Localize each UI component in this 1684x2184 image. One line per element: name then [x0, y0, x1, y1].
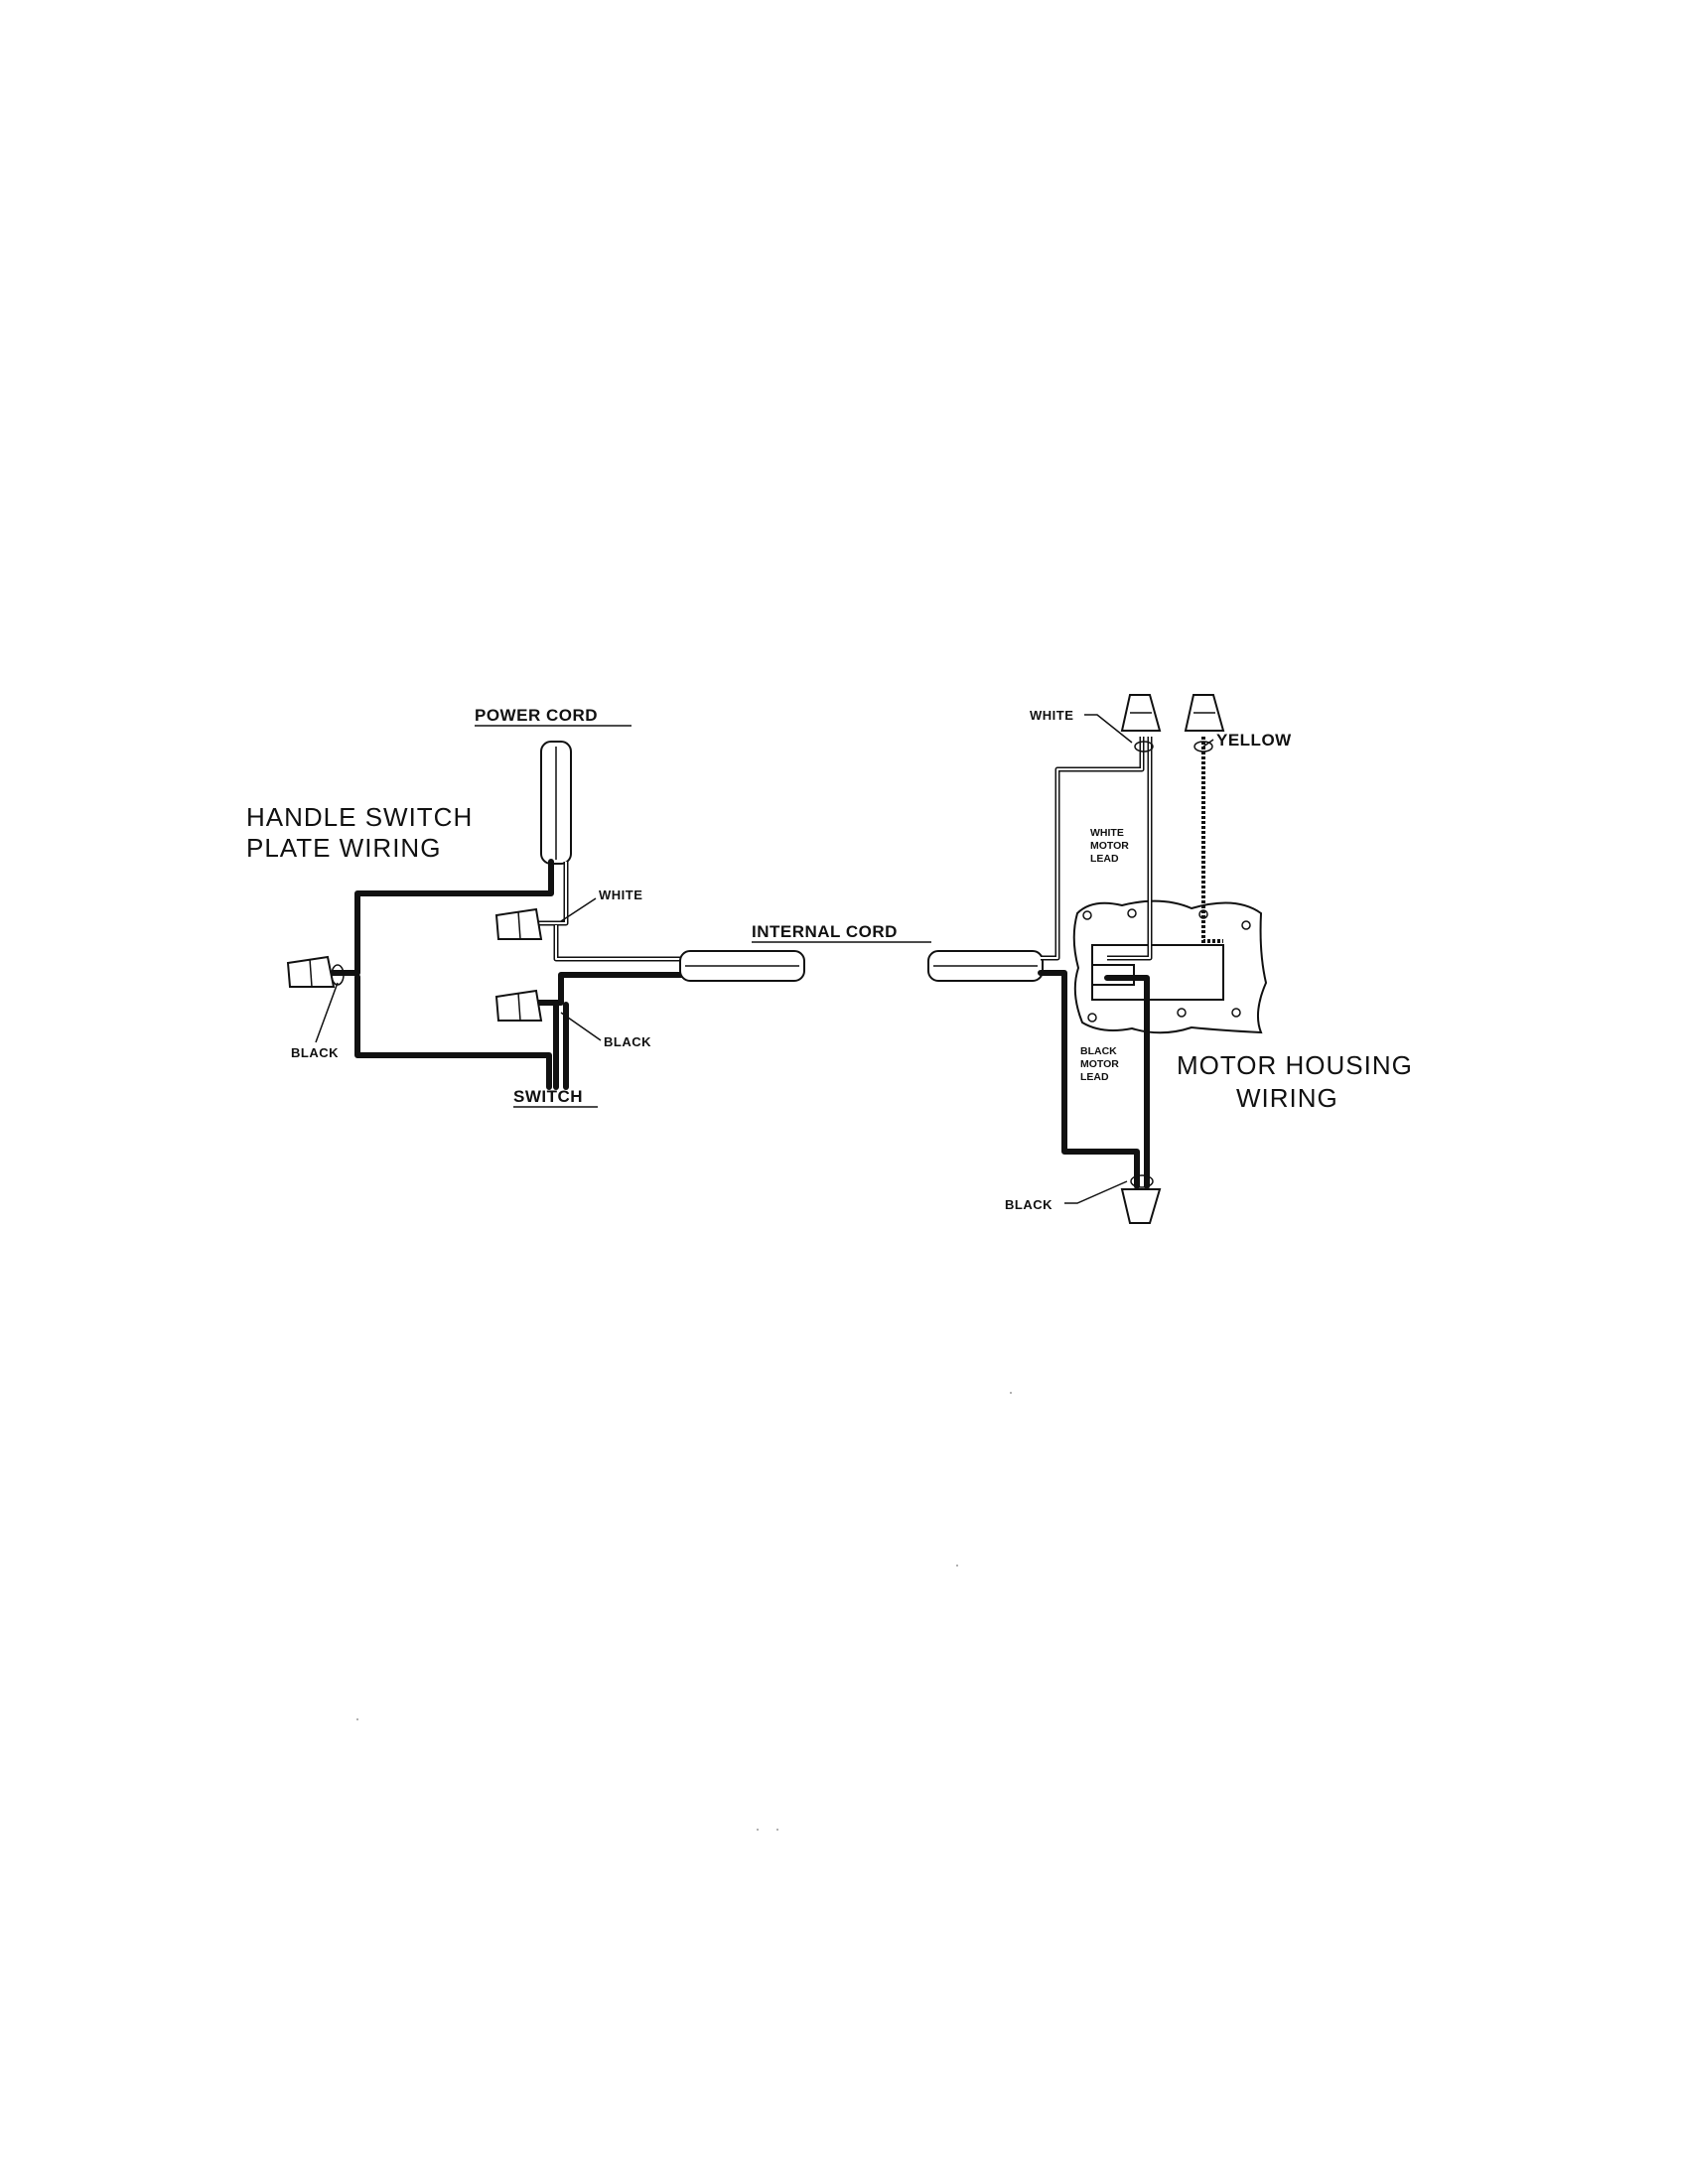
handle-switch-plate-wiring: POWER CORD HANDLE SWITCH PLATE WIRING WH…	[246, 706, 805, 1108]
black-motor-lead-label-1: BLACK	[1080, 1045, 1117, 1057]
internal-cord-label: INTERNAL CORD	[752, 922, 898, 941]
white-label-handle: WHITE	[599, 887, 642, 902]
white-wire-internal	[553, 925, 685, 962]
wire-nut-white-motor	[1120, 694, 1162, 752]
motor-housing-title-line2: WIRING	[1236, 1083, 1338, 1113]
white-motor-lead-label-3: LEAD	[1090, 853, 1119, 865]
black-motor-lead-label-2: MOTOR	[1080, 1058, 1119, 1070]
white-motor-lead-label-2: MOTOR	[1090, 840, 1129, 852]
internal-cord: INTERNAL CORD	[752, 922, 931, 943]
black-label-handle-left: BLACK	[291, 1045, 339, 1060]
wire-nut-yellow	[1184, 694, 1225, 752]
yellow-wire	[1201, 737, 1223, 943]
motor-housing-title-line1: MOTOR HOUSING	[1177, 1050, 1413, 1080]
yellow-label: YELLOW	[1216, 731, 1292, 750]
handle-switch-title-line1: HANDLE SWITCH	[246, 802, 473, 832]
white-motor-lead-label-1: WHITE	[1090, 827, 1124, 839]
wire-nut-bottom	[494, 989, 543, 1022]
wire-nut-left	[286, 955, 345, 988]
black-motor-lead	[1104, 975, 1150, 1189]
black-motor-lead-label-3: LEAD	[1080, 1071, 1109, 1083]
motor-housing-wiring: WHITE YELLOW WHITE MOTOR LEAD BLACK MOTO…	[927, 694, 1413, 1224]
black-label-motor: BLACK	[1005, 1197, 1052, 1212]
power-cord-label: POWER CORD	[475, 706, 598, 725]
black-wire-internal	[533, 972, 688, 1006]
handle-switch-title-line2: PLATE WIRING	[246, 833, 441, 863]
black-wire-upper	[330, 859, 554, 976]
white-label-motor: WHITE	[1030, 708, 1073, 723]
black-wire-lower	[354, 974, 552, 1090]
wire-nut-black-motor	[1120, 1174, 1162, 1224]
black-wire-motor	[1038, 970, 1140, 1189]
wire-nut-top	[494, 907, 543, 940]
black-label-handle-right: BLACK	[604, 1034, 651, 1049]
switch-label: SWITCH	[513, 1087, 583, 1106]
